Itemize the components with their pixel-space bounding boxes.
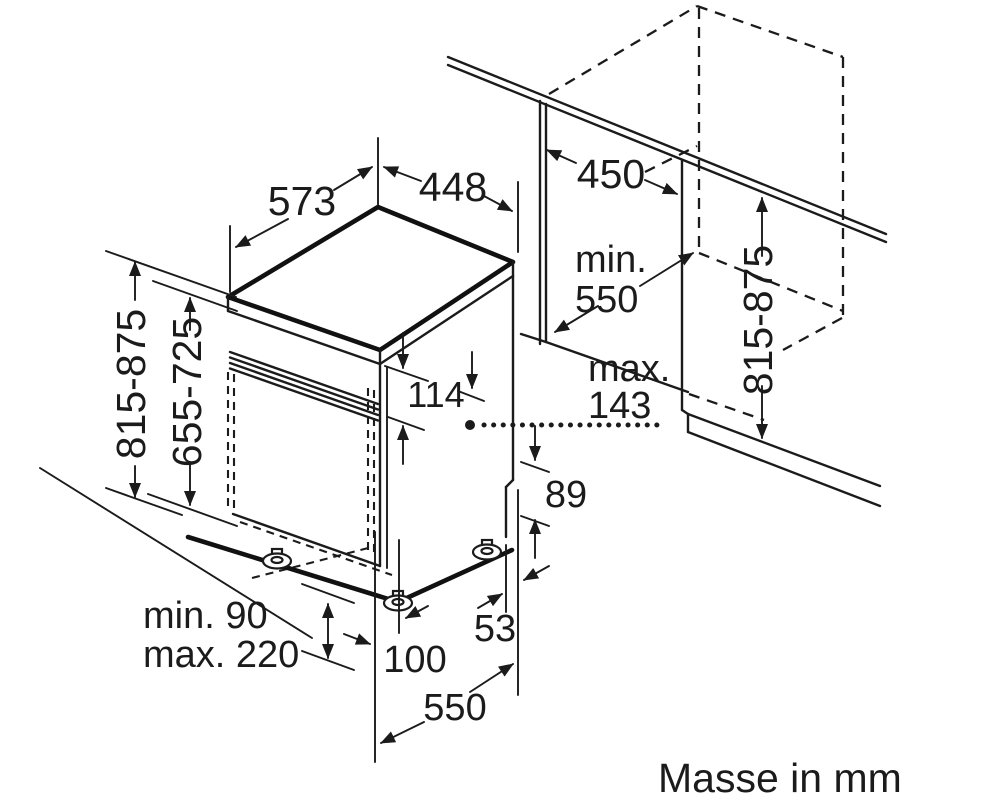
adjustable-feet: [261, 538, 503, 612]
dim-hose-level-label-2: 143: [588, 385, 651, 427]
dim-niche-depth-label-1: min.: [575, 239, 647, 281]
dim-niche-width: 450: [546, 149, 678, 197]
countertop: [446, 55, 888, 244]
floor-edge-line: [39, 467, 313, 639]
dim-plinth-height: min. 90 max. 220: [143, 583, 355, 676]
dim-hose-level-label-1: max.: [588, 348, 670, 390]
dim-base-offset-53-label: 53: [474, 608, 516, 650]
dim-plinth-recess: 100: [343, 539, 447, 681]
dim-door-height: 655-725: [147, 280, 238, 527]
dim-panel-height: 114: [384, 332, 465, 465]
dim-rear-offset-89-label: 89: [545, 474, 587, 516]
base-floor-edge: [185, 534, 515, 605]
dim-top-depth-label: 573: [268, 178, 336, 224]
dim-hose-level: max. 143: [457, 348, 670, 430]
dim-base-depth: 550: [374, 531, 514, 763]
dim-top-depth: 573: [229, 137, 379, 293]
dim-top-width-label: 448: [419, 164, 487, 210]
plinth-strip: [686, 412, 882, 508]
dim-top-width: 448: [383, 164, 519, 253]
niche-walls: [519, 99, 690, 434]
dim-door-height-label: 655-725: [164, 317, 210, 467]
dim-niche-depth: min. 550: [554, 239, 694, 333]
dim-niche-depth-label-2: 550: [575, 279, 638, 321]
dim-rear-offset-89: 89: [520, 425, 587, 559]
dim-niche-width-label: 450: [577, 151, 645, 197]
dim-niche-height: 815-875: [735, 197, 781, 439]
dim-plinth-height-max-label: max. 220: [143, 634, 299, 676]
units-caption: Masse in mm: [658, 755, 902, 800]
dim-panel-height-label: 114: [407, 374, 464, 415]
dim-plinth-height-min-label: min. 90: [143, 595, 268, 637]
dim-height-left: 815-875: [105, 250, 237, 516]
niche-cabinet-dashed-outline: [548, 4, 845, 422]
dim-base-offset-53: 53: [474, 489, 550, 696]
dim-plinth-recess-label: 100: [383, 639, 446, 681]
control-panel-stripes: [228, 350, 380, 422]
dim-niche-height-label: 815-875: [735, 245, 781, 395]
dim-height-left-label: 815-875: [108, 309, 154, 459]
dim-base-depth-label: 550: [423, 687, 486, 729]
